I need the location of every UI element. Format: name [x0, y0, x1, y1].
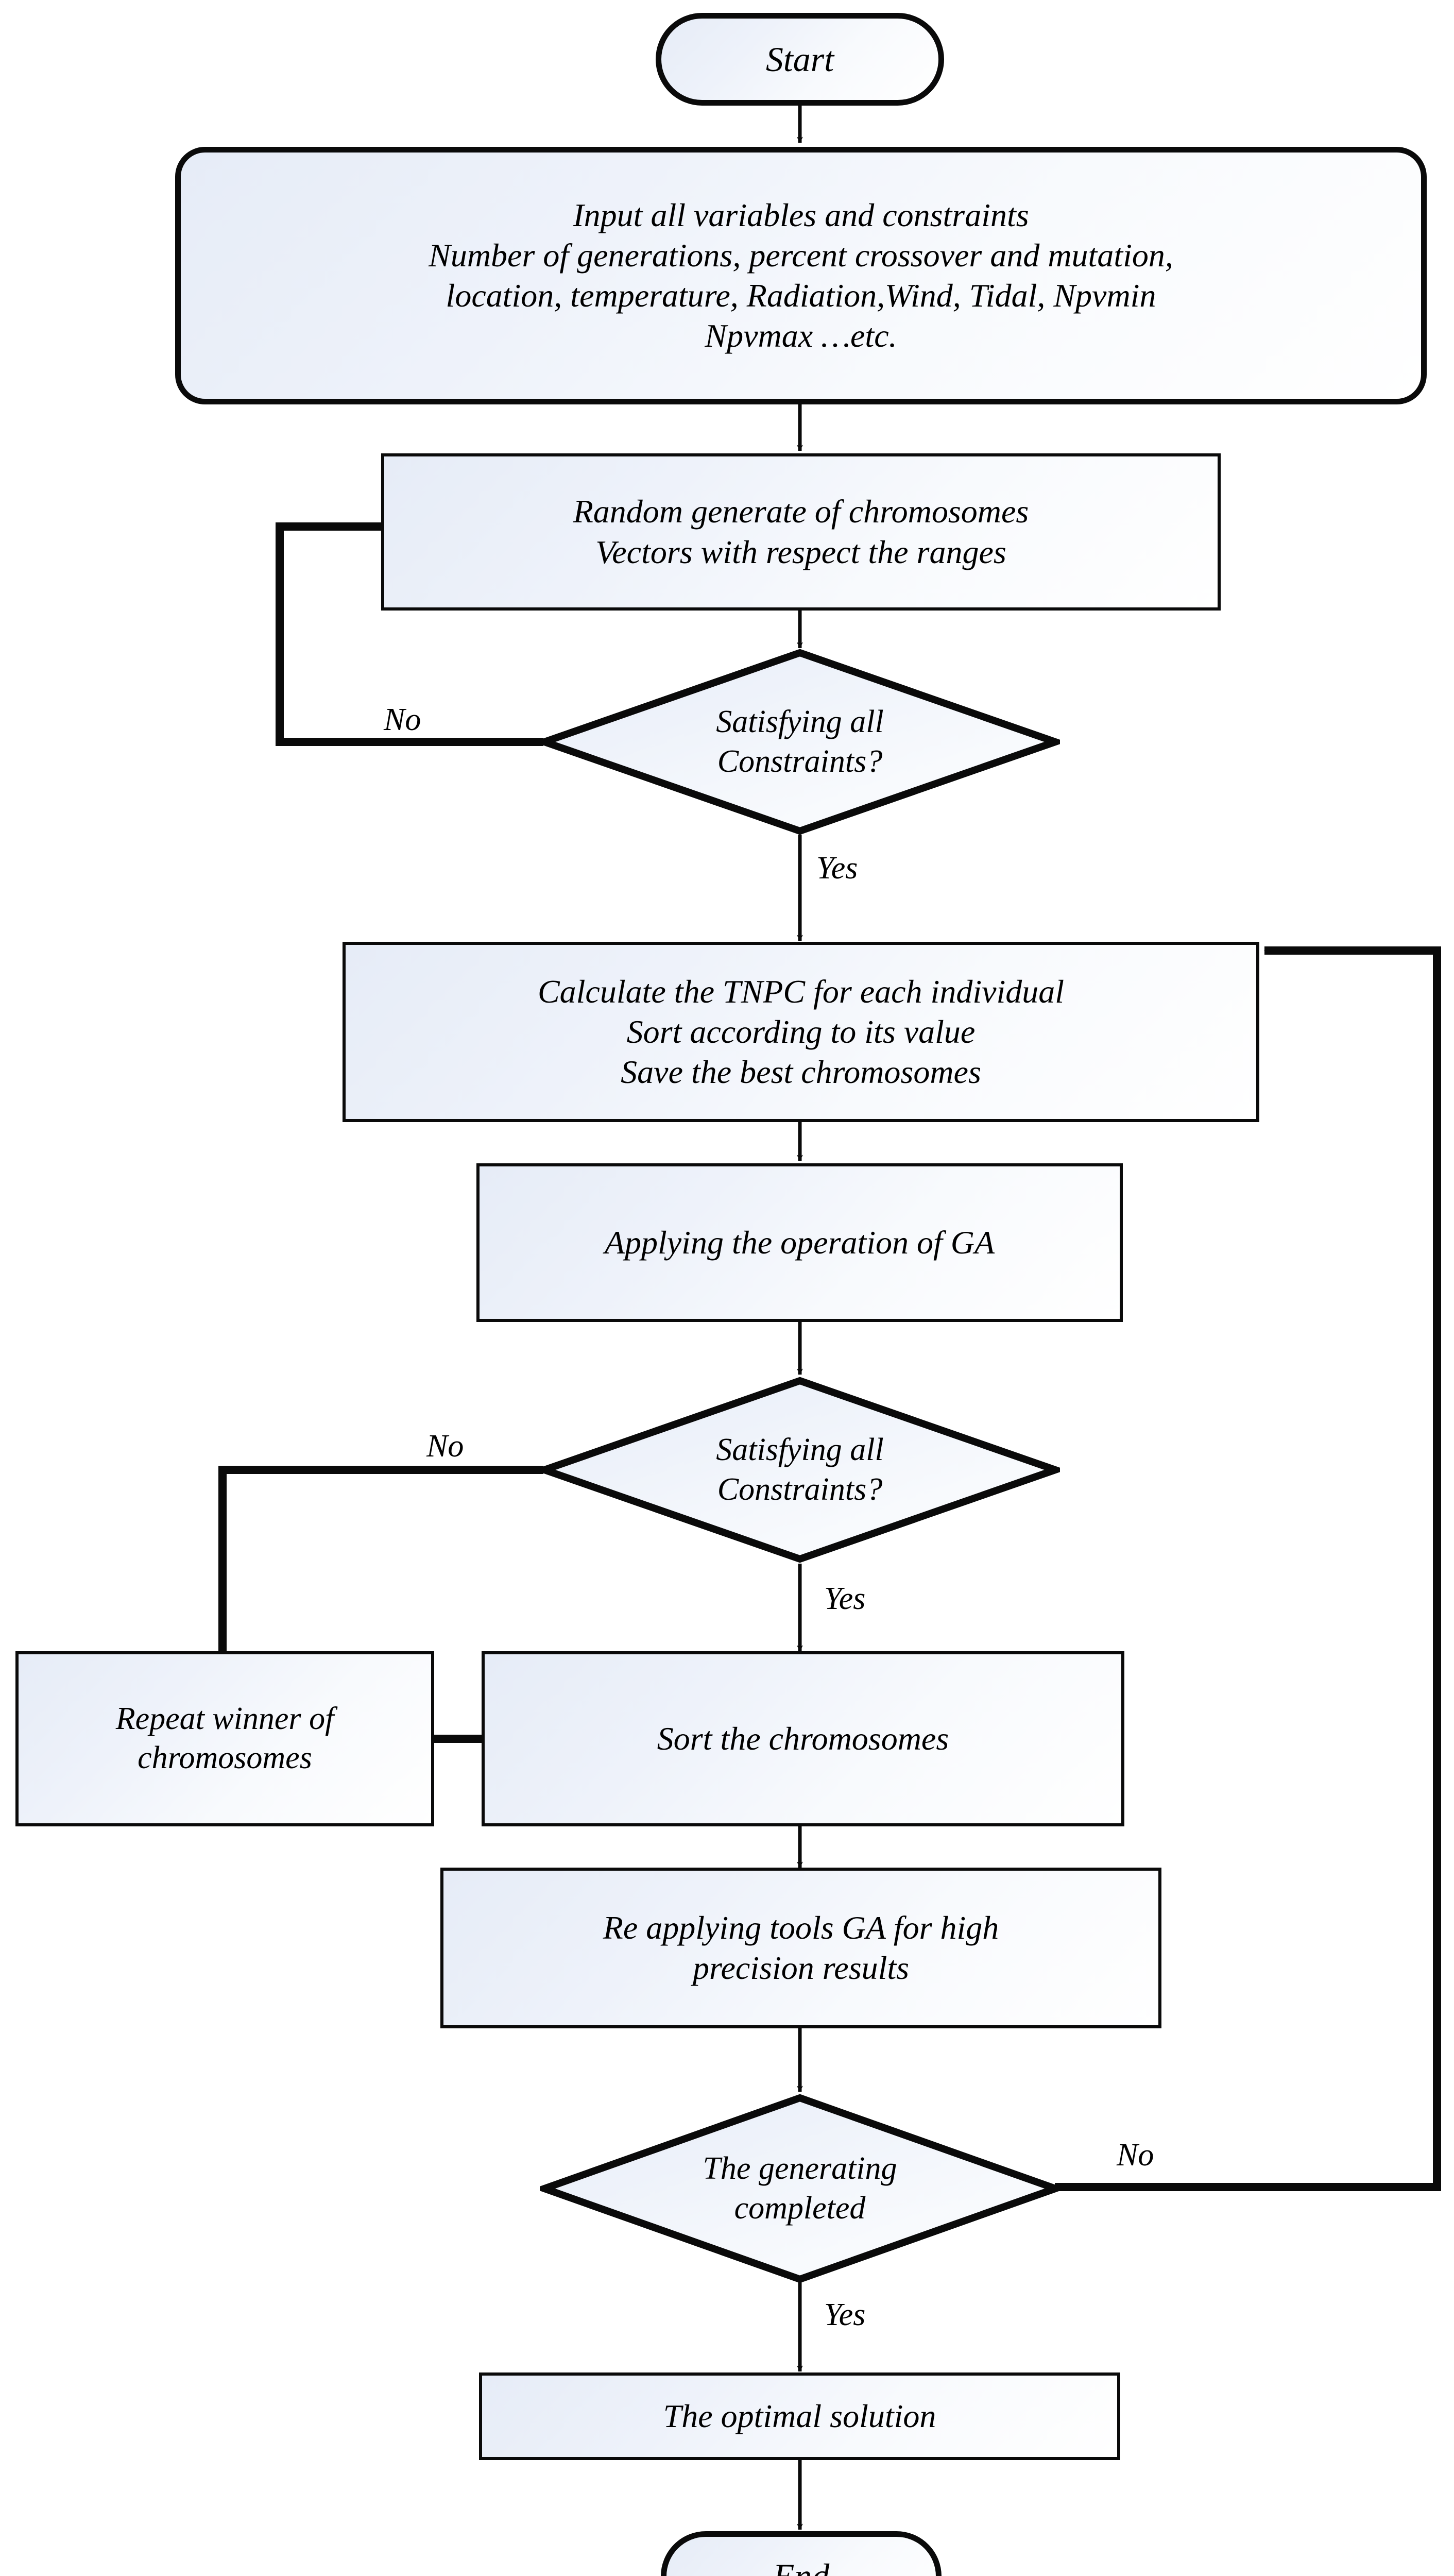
node-reapply-ga-label: Re applying tools GA for high precision …	[603, 1909, 999, 1986]
node-input-label: Input all variables and constraints Numb…	[429, 196, 1173, 354]
node-repeat-winner[interactable]: Repeat winner of chromosomes	[15, 1651, 434, 1826]
edge-label-decision2-yes: Yes	[824, 1581, 866, 1616]
node-calculate-tnpc[interactable]: Calculate the TNPC for each individual S…	[343, 942, 1259, 1122]
node-sort-chromosomes[interactable]: Sort the chromosomes	[482, 1651, 1124, 1826]
node-decision-constraints-2[interactable]: Satisfying all Constraints?	[540, 1376, 1060, 1564]
node-decision-constraints-2-label: Satisfying all Constraints?	[716, 1432, 884, 1507]
edge-label-decision2-no: No	[426, 1429, 464, 1464]
node-decision-generating-completed[interactable]: The generating completed	[540, 2093, 1060, 2284]
node-decision-constraints-1[interactable]: Satisfying all Constraints?	[540, 648, 1060, 836]
node-sort-chromosomes-label: Sort the chromosomes	[657, 1720, 949, 1757]
node-decision-constraints-1-label: Satisfying all Constraints?	[716, 704, 884, 779]
node-optimal-solution-label: The optimal solution	[663, 2397, 936, 2434]
node-applying-ga[interactable]: Applying the operation of GA	[476, 1163, 1123, 1322]
node-random-generate-label: Random generate of chromosomes Vectors w…	[573, 493, 1029, 570]
node-optimal-solution[interactable]: The optimal solution	[479, 2372, 1120, 2460]
edge-label-decision1-yes: Yes	[816, 851, 858, 886]
node-end-label: End	[773, 2555, 830, 2576]
edge-label-decision1-no: No	[384, 702, 421, 737]
node-input[interactable]: Input all variables and constraints Numb…	[175, 147, 1427, 404]
node-start[interactable]: Start	[656, 13, 944, 106]
node-random-generate[interactable]: Random generate of chromosomes Vectors w…	[381, 453, 1221, 611]
node-calculate-tnpc-label: Calculate the TNPC for each individual S…	[537, 973, 1065, 1091]
diamond-shape-2	[540, 1377, 1060, 1563]
diamond-shape-3	[540, 2094, 1060, 2283]
edge-label-decision3-yes: Yes	[824, 2297, 866, 2332]
node-applying-ga-label: Applying the operation of GA	[604, 1224, 995, 1261]
diamond-shape-1	[540, 649, 1060, 835]
node-repeat-winner-label: Repeat winner of chromosomes	[115, 1701, 334, 1775]
node-start-label: Start	[765, 39, 834, 79]
node-reapply-ga[interactable]: Re applying tools GA for high precision …	[440, 1868, 1161, 2028]
node-end[interactable]: End	[661, 2531, 942, 2576]
edge-label-decision3-no: No	[1117, 2138, 1154, 2173]
node-decision-generating-completed-label: The generating completed	[703, 2150, 897, 2226]
